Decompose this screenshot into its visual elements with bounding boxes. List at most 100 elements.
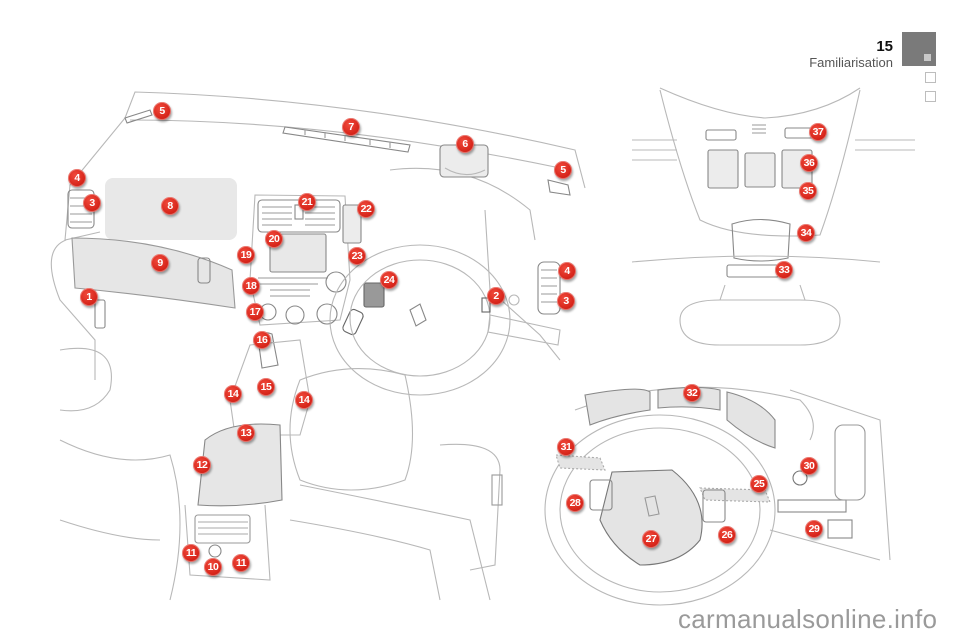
lighting-switch-panel [777,499,847,513]
left-demist-vent [124,109,153,124]
right-seat-back [289,484,491,601]
callout-14-right[interactable]: 14 [295,391,313,409]
callout-3-left[interactable]: 3 [83,194,101,212]
vent-round-lower [316,303,338,325]
callout-11-right[interactable]: 11 [232,554,250,572]
callout-12[interactable]: 12 [193,456,211,474]
front-demist-vent [282,126,411,153]
chapter-tab-2[interactable] [925,72,936,83]
instrument-hood [389,167,536,241]
callout-4-right[interactable]: 4 [558,262,576,280]
callout-36[interactable]: 36 [800,154,818,172]
armrest [197,423,283,507]
callout-35[interactable]: 35 [799,182,817,200]
callout-6[interactable]: 6 [456,135,474,153]
active-tab-marker [924,54,931,61]
callout-7[interactable]: 7 [342,118,360,136]
section-title: Familiarisation [809,55,893,70]
callout-2[interactable]: 2 [487,287,505,305]
watermark: carmanualsonline.info [678,604,938,634]
chapter-tab-active[interactable] [902,32,936,66]
touchscreen-display [269,233,327,273]
right-demist-vent [547,179,571,196]
right-side-vent [537,261,561,315]
callout-5-left[interactable]: 5 [153,102,171,120]
side-vent-detail [834,424,866,501]
left-seat [59,439,181,601]
mirror-mount [719,284,806,301]
callout-28[interactable]: 28 [566,494,584,512]
callout-17[interactable]: 17 [246,303,264,321]
roof-outline [659,87,861,119]
rear-12v-socket [208,544,222,558]
roof-console-body [659,89,861,237]
seat-controls [491,474,503,506]
headlamp-adjust [827,519,853,539]
map-light-panel [731,218,791,262]
roof-console-illustration [631,87,915,346]
callout-33[interactable]: 33 [775,261,793,279]
wheel-rim-detail [544,414,776,606]
callout-32[interactable]: 32 [683,384,701,402]
callout-30[interactable]: 30 [800,457,818,475]
dash-lower-left [50,239,96,380]
steering-logo [409,303,427,327]
callout-31[interactable]: 31 [557,438,575,456]
callout-9[interactable]: 9 [151,254,169,272]
callout-22[interactable]: 22 [357,200,375,218]
vent-slats [70,197,92,223]
callout-13[interactable]: 13 [237,424,255,442]
callout-11-left[interactable]: 11 [182,544,200,562]
central-vent-slats [262,206,335,226]
callout-29[interactable]: 29 [805,520,823,538]
interior-mirror [679,299,841,346]
mirror-adjust-knob [792,470,808,486]
left-wheel-buttons [589,479,613,511]
glovebox-handle [197,257,211,284]
callout-34[interactable]: 34 [797,224,815,242]
callout-15[interactable]: 15 [257,378,275,396]
dash-side-detail [769,389,891,561]
audio-controls [258,277,328,297]
callout-10[interactable]: 10 [204,558,222,576]
callout-4-left[interactable]: 4 [68,169,86,187]
mirror-stalk [444,167,486,176]
callout-27[interactable]: 27 [642,530,660,548]
callout-14-left[interactable]: 14 [224,385,242,403]
callout-21[interactable]: 21 [298,193,316,211]
callout-26[interactable]: 26 [718,526,736,544]
chapter-tab-3[interactable] [925,91,936,102]
callout-1[interactable]: 1 [80,288,98,306]
callout-37[interactable]: 37 [809,123,827,141]
left-headrest [59,347,112,412]
callout-16[interactable]: 16 [253,331,271,349]
right-seat-side [439,443,501,571]
callout-18[interactable]: 18 [242,277,260,295]
callout-25[interactable]: 25 [750,475,768,493]
steering-detail-illustration [544,386,891,606]
lower-switch-bank [487,314,561,346]
right-stalk [699,487,771,503]
callout-23[interactable]: 23 [348,247,366,265]
callout-3-right[interactable]: 3 [557,292,575,310]
roof-side-lines [632,139,915,161]
climate-knob-right [285,305,305,325]
wheel-rim-inner [559,427,761,593]
steering-wheel-inner [349,259,491,377]
electronic-parking-brake [481,297,491,313]
wheel-logo [644,495,660,517]
phone-holder [342,204,362,244]
callout-24[interactable]: 24 [380,271,398,289]
callout-5-right[interactable]: 5 [554,161,572,179]
callout-20[interactable]: 20 [265,230,283,248]
roof-vent-grille [752,124,766,134]
callout-19[interactable]: 19 [237,246,255,264]
left-reading-light-switches [707,149,739,189]
right-wheel-buttons [702,489,726,523]
roof-lower-bar [631,255,881,263]
smart-key [342,308,364,336]
rear-console-base [184,504,271,581]
right-dash-dial [508,294,520,306]
callout-8[interactable]: 8 [161,197,179,215]
